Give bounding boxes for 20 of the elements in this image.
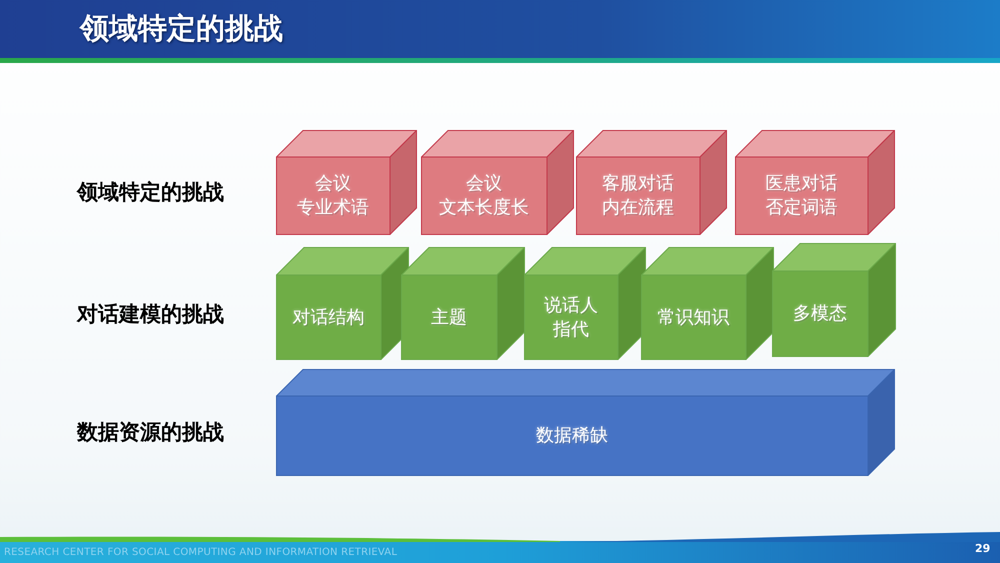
footer-text: RESEARCH CENTER FOR SOCIAL COMPUTING AND INFORMATION RETRIEVAL <box>4 546 398 559</box>
challenge-label: 多模态 <box>793 302 847 326</box>
challenge-label: 对话结构 <box>292 306 364 330</box>
row-label: 对话建模的挑战 <box>77 301 224 327</box>
challenge-label: 医患对话 <box>766 172 838 196</box>
challenge-label: 会议 <box>466 172 502 196</box>
challenge-label: 专业术语 <box>297 196 369 220</box>
challenge-label: 数据稀缺 <box>536 424 608 448</box>
challenge-label: 常识知识 <box>658 306 730 330</box>
challenge-label: 内在流程 <box>602 196 674 220</box>
challenge-label: 客服对话 <box>602 172 674 196</box>
challenge-label: 否定词语 <box>766 196 838 220</box>
row-label: 数据资源的挑战 <box>77 419 224 445</box>
challenge-label: 会议 <box>315 172 351 196</box>
challenge-label: 文本长度长 <box>439 196 529 220</box>
slide-title: 领域特定的挑战 <box>80 11 283 45</box>
challenge-label: 主题 <box>431 306 467 330</box>
row-label: 领域特定的挑战 <box>77 179 224 205</box>
page-number: 29 <box>975 542 990 556</box>
challenge-label: 说话人指代 <box>543 294 599 342</box>
